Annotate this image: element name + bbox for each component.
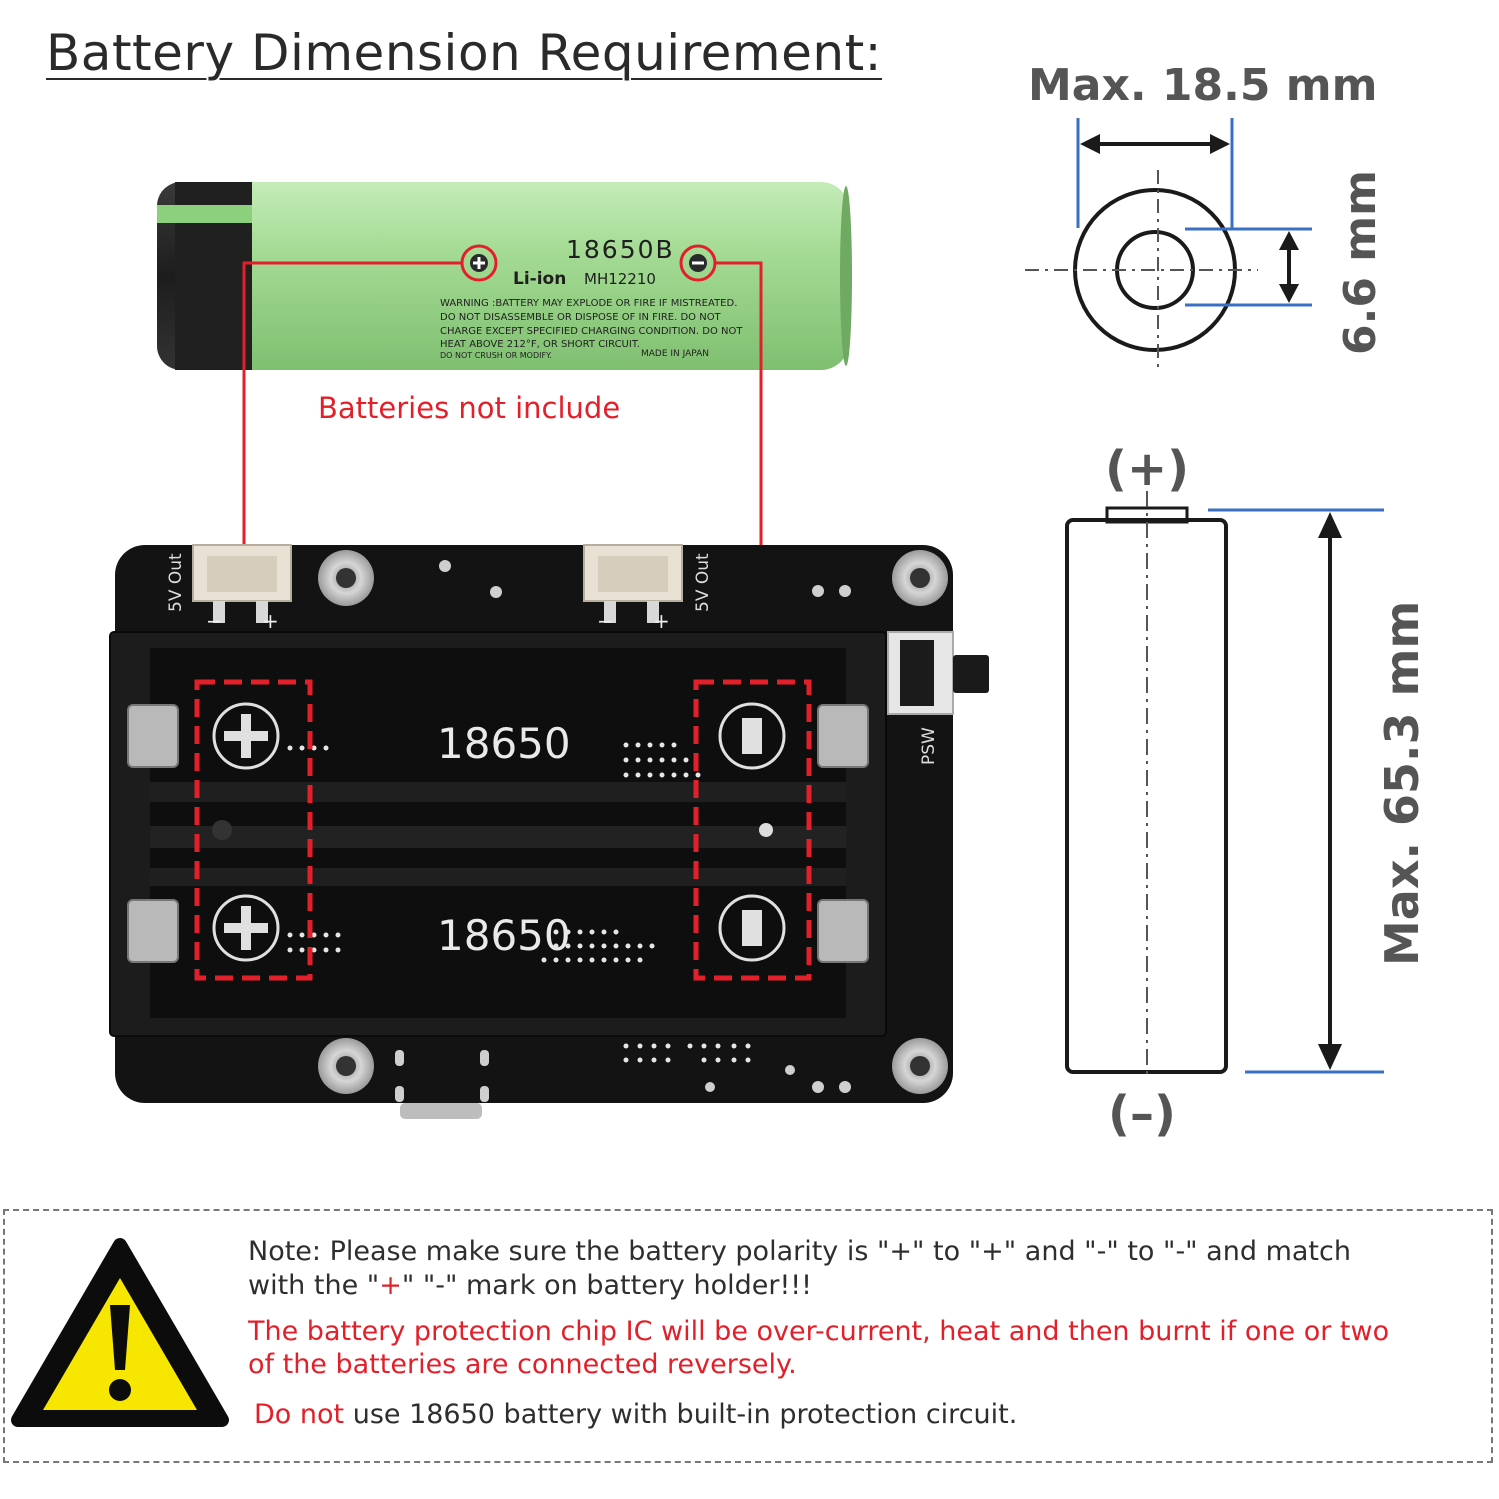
battery-origin: MADE IN JAPAN	[641, 349, 709, 359]
minus-highlight-box	[693, 679, 812, 981]
diameter-label: Max. 18.5 mm	[1028, 60, 1377, 111]
minus-symbol: (–)	[1108, 1086, 1176, 1142]
note-line-2-b: " "-" mark on battery holder!!!	[401, 1270, 812, 1301]
note-line-2-plus: +	[379, 1270, 402, 1301]
power-switch	[887, 631, 989, 715]
battery-warning-2: DO NOT DISASSEMBLE OR DISPOSE OF IN FIRE…	[440, 312, 722, 323]
connector-right	[583, 544, 683, 623]
plus-mark-icon	[212, 894, 280, 962]
screw-icon	[318, 1038, 374, 1094]
switch-label: PSW	[919, 727, 939, 765]
polarity-lines	[229, 261, 776, 653]
battery-model: 18650B	[566, 235, 675, 264]
note-line-3: Do not use 18650 battery with built-in p…	[254, 1398, 1017, 1432]
screw-icon	[892, 550, 948, 606]
port-minus-right: −	[597, 609, 614, 633]
slot-label-bottom: 18650	[437, 911, 571, 960]
battery-warning-3: CHARGE EXCEPT SPECIFIED CHARGING CONDITI…	[440, 326, 743, 337]
length-diagram: (+) Max. 65.3 mm (–)	[1065, 441, 1429, 1142]
plus-mark-icon	[212, 702, 280, 770]
diameter-diagram: Max. 18.5 mm 6.6 mm	[1025, 60, 1386, 370]
minus-mark-icon	[718, 702, 786, 770]
length-label: Max. 65.3 mm	[1375, 601, 1429, 966]
battery-type: Li-ion	[513, 269, 566, 289]
warning-line-1: The battery protection chip IC will be o…	[248, 1316, 1390, 1347]
note-line-2: with the "+" "-" mark on battery holder!…	[248, 1269, 812, 1303]
battery-18650: 18650B Li-ion MH12210 WARNING :BATTERY M…	[157, 182, 852, 370]
terminal-label: 6.6 mm	[1335, 170, 1386, 355]
plus-highlight-box	[194, 679, 313, 981]
screw-icon	[318, 550, 374, 606]
do-not-text: Do not	[254, 1399, 345, 1430]
page-title: Battery Dimension Requirement:	[46, 24, 883, 82]
minus-mark-icon	[718, 894, 786, 962]
battery-warning-4: HEAT ABOVE 212°F, OR SHORT CIRCUIT.	[440, 339, 640, 350]
battery-warning-1: WARNING :BATTERY MAY EXPLODE OR FIRE IF …	[440, 298, 737, 309]
batteries-not-include: Batteries not include	[318, 391, 620, 425]
screw-icon	[892, 1038, 948, 1094]
warning-triangle-icon	[11, 1238, 229, 1427]
note-box	[3, 1209, 1493, 1463]
note-line-3-rest: use 18650 battery with built-in protecti…	[344, 1399, 1018, 1430]
port-plus-right: +	[653, 609, 670, 633]
port-minus-left: −	[206, 609, 223, 633]
port-plus-left: +	[262, 609, 279, 633]
note-line-2-a: with the "	[248, 1270, 380, 1301]
usb-port-icon	[400, 1103, 482, 1119]
port-label-right: 5V Out	[693, 553, 713, 612]
warning-line-2: of the batteries are connected reversely…	[248, 1349, 797, 1380]
battery-holder-board: 5V Out 5V Out − + − + PSW	[109, 544, 989, 1119]
note-line-1: Note: Please make sure the battery polar…	[248, 1236, 1351, 1267]
connector-left	[192, 544, 292, 623]
slot-label-top: 18650	[437, 719, 571, 768]
battery-code: MH12210	[584, 270, 656, 288]
battery-warning-5: DO NOT CRUSH OR MODIFY.	[440, 351, 552, 360]
port-label-left: 5V Out	[166, 553, 186, 612]
